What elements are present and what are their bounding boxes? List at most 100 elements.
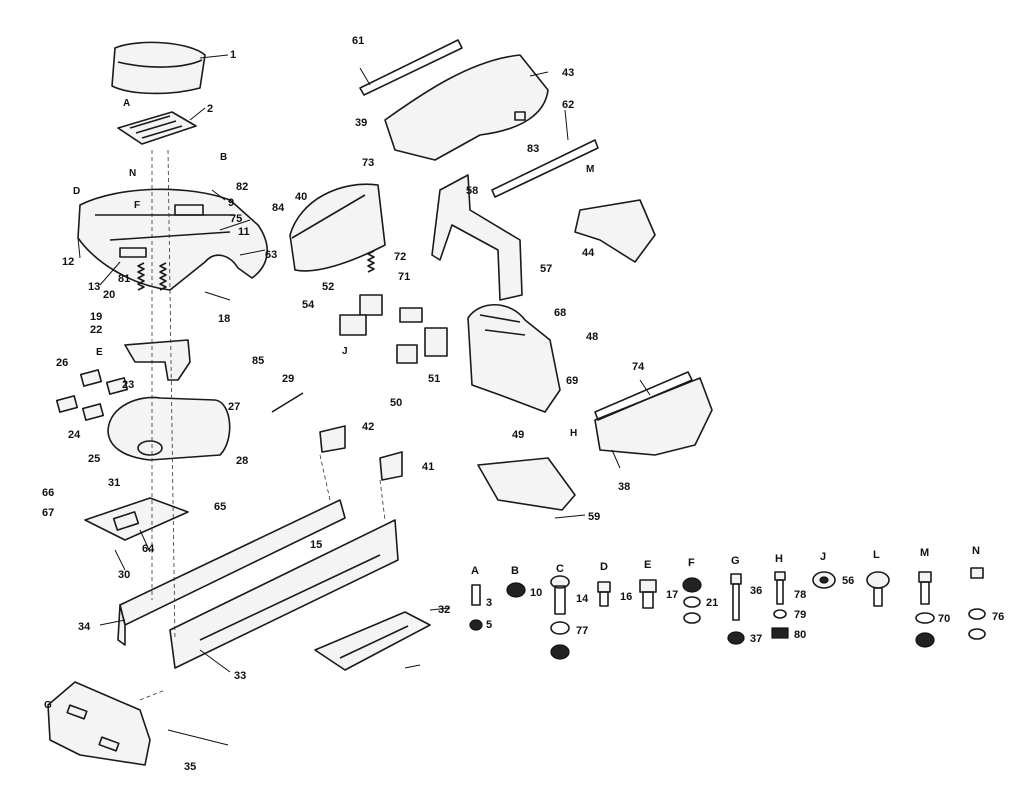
- label-33: 33: [234, 670, 246, 682]
- key-E: E: [644, 559, 651, 571]
- label-79: 79: [794, 609, 806, 621]
- label-78: 78: [794, 589, 806, 601]
- label-80: 80: [794, 629, 806, 641]
- label-74: 74: [632, 361, 645, 373]
- ref-A: A: [123, 98, 130, 109]
- label-68: 68: [554, 307, 566, 319]
- hardware-C: [550, 575, 570, 660]
- brackets-41-42: [319, 425, 403, 481]
- label-10: 10: [530, 587, 542, 599]
- ref-B: B: [220, 152, 227, 163]
- label-9: 9: [228, 197, 234, 209]
- key-M: M: [920, 547, 929, 559]
- ref-M: M: [586, 164, 594, 175]
- label-16: 16: [620, 591, 632, 603]
- label-38: 38: [618, 481, 630, 493]
- hardware-E: [639, 579, 657, 609]
- label-58: 58: [466, 185, 478, 197]
- label-75: 75: [230, 213, 242, 225]
- label-69: 69: [566, 375, 578, 387]
- label-27: 27: [228, 401, 240, 413]
- label-76: 76: [992, 611, 1004, 623]
- label-77: 77: [576, 625, 588, 637]
- label-54: 54: [302, 299, 315, 311]
- label-3: 3: [486, 597, 492, 609]
- key-J: J: [820, 551, 826, 563]
- key-B: B: [511, 565, 519, 577]
- label-24: 24: [68, 429, 81, 441]
- label-62: 62: [562, 99, 574, 111]
- seat-cushion: [111, 41, 206, 95]
- label-40: 40: [295, 191, 307, 203]
- hood-strip-61: [359, 39, 463, 96]
- hood-strip-62: [491, 139, 599, 198]
- label-41: 41: [422, 461, 434, 473]
- label-19: 19: [90, 311, 102, 323]
- label-44: 44: [582, 247, 595, 259]
- grille-housing: [467, 304, 561, 413]
- fuel-tank: [107, 396, 231, 461]
- label-26: 26: [56, 357, 68, 369]
- label-14: 14: [576, 593, 589, 605]
- seat-pan: [117, 111, 197, 145]
- hood: [384, 54, 549, 161]
- ref-D: D: [73, 186, 80, 197]
- strip-74: [594, 371, 693, 421]
- hardware-D: [597, 581, 611, 607]
- label-32: 32: [438, 604, 450, 616]
- ref-J: J: [342, 346, 348, 357]
- ref-F: F: [134, 200, 140, 211]
- axle-support: [477, 457, 576, 511]
- key-C: C: [556, 563, 564, 575]
- ref-H: H: [570, 428, 577, 439]
- label-56: 56: [842, 575, 854, 587]
- label-34: 34: [78, 621, 91, 633]
- hardware-A: [469, 584, 483, 631]
- hardware-H: [771, 571, 789, 639]
- label-25: 25: [88, 453, 100, 465]
- label-64: 64: [142, 543, 155, 555]
- label-20: 20: [103, 289, 115, 301]
- label-42: 42: [362, 421, 374, 433]
- dash-panel: [289, 183, 386, 272]
- label-39: 39: [355, 117, 367, 129]
- label-23: 23: [122, 379, 134, 391]
- hardware-key-headers: A B C D E F G H J L M N: [471, 545, 980, 577]
- frame-rail-right: [169, 519, 399, 669]
- label-51: 51: [428, 373, 440, 385]
- hardware-N: [968, 567, 986, 640]
- label-57: 57: [540, 263, 552, 275]
- footrest-plate: [314, 611, 431, 671]
- label-37: 37: [750, 633, 762, 645]
- hardware-G: [727, 573, 745, 645]
- label-15: 15: [310, 539, 322, 551]
- label-61: 61: [352, 35, 364, 47]
- label-71: 71: [398, 271, 410, 283]
- label-17: 17: [666, 589, 678, 601]
- label-21: 21: [706, 597, 718, 609]
- reference-letters: A B N D E F G H J M: [44, 98, 594, 711]
- side-panel-38: [594, 377, 713, 456]
- frame-rail-left: [117, 499, 346, 646]
- label-36: 36: [750, 585, 762, 597]
- front-bracket: [47, 681, 151, 766]
- label-35: 35: [184, 761, 196, 773]
- label-31: 31: [108, 477, 120, 489]
- hardware-M: [915, 571, 935, 648]
- ref-N: N: [129, 168, 136, 179]
- leader-lines: [77, 54, 651, 746]
- label-13: 13: [88, 281, 100, 293]
- key-D: D: [600, 561, 608, 573]
- label-43: 43: [562, 67, 574, 79]
- label-18: 18: [218, 313, 230, 325]
- label-66: 66: [42, 487, 54, 499]
- label-59: 59: [588, 511, 600, 523]
- guide-lines: [139, 149, 386, 701]
- label-73: 73: [362, 157, 374, 169]
- key-G: G: [731, 555, 740, 567]
- label-1: 1: [230, 49, 236, 61]
- hardware-F: [682, 577, 702, 624]
- key-N: N: [972, 545, 980, 557]
- battery-tray: [84, 497, 189, 541]
